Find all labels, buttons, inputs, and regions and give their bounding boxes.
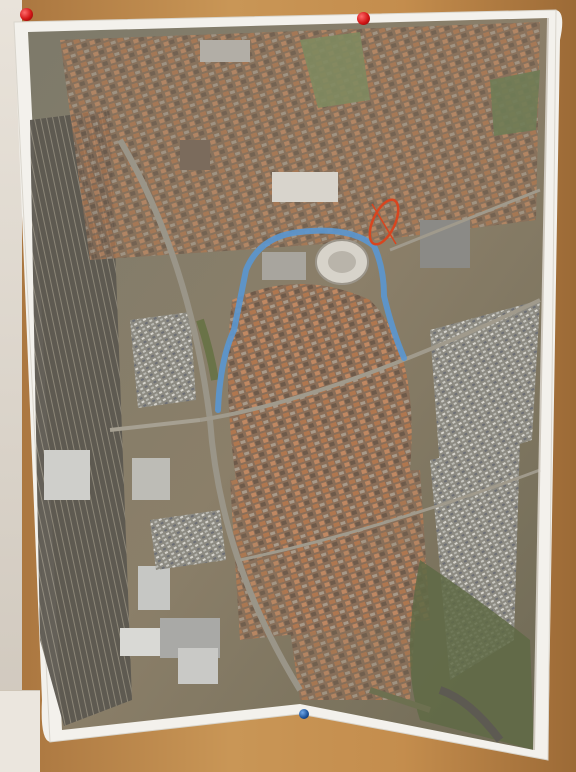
green-area (410, 560, 534, 750)
pin-top-left (20, 8, 33, 21)
pin-bottom-center (299, 709, 309, 719)
wall-left (0, 0, 22, 771)
railway-tracks (30, 110, 132, 726)
aerial-photo (28, 18, 548, 750)
river-outline-annotation (215, 227, 407, 413)
parking-left (130, 312, 196, 408)
north-district (60, 22, 540, 260)
parking-right (430, 300, 540, 470)
annotation-circle (368, 198, 400, 246)
paper-card-bottom-left (0, 690, 40, 772)
pin-top-center (357, 12, 370, 25)
warehouse-left (44, 450, 90, 500)
